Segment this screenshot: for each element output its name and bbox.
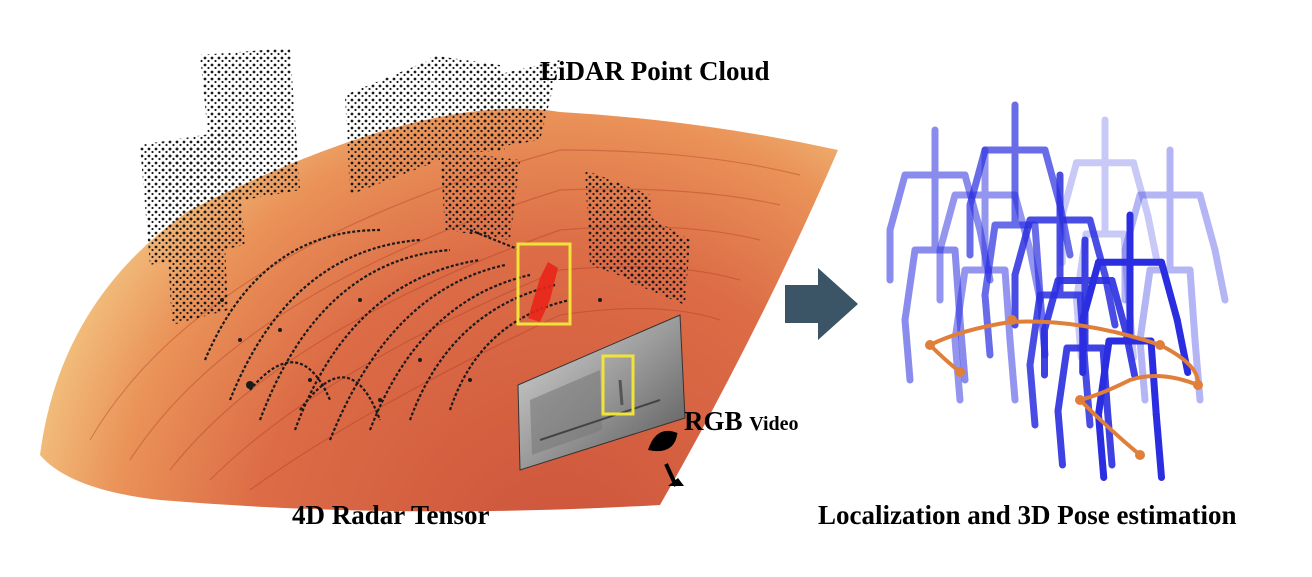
skeleton-bone <box>1122 326 1138 379</box>
skeleton-bone <box>901 246 919 324</box>
skeleton-bone <box>1144 211 1161 266</box>
lidar-floor-arcs <box>203 228 571 441</box>
skeleton-bone <box>1108 277 1129 334</box>
rgb-video-frame <box>517 314 686 471</box>
skeleton-bone <box>951 266 969 344</box>
skeleton-bone <box>1026 361 1039 429</box>
skeleton-bone <box>1031 221 1044 299</box>
skeleton-bone <box>1158 258 1181 324</box>
skeleton-bone <box>1099 344 1111 415</box>
skeleton-bone <box>981 221 999 299</box>
skeleton-bone <box>1152 411 1165 481</box>
skeleton-bone <box>936 191 959 254</box>
skeleton-bone <box>1026 291 1044 369</box>
skeleton-bone <box>886 171 909 234</box>
arrow-right-icon <box>785 268 858 340</box>
skeleton-bone <box>1136 266 1154 344</box>
skeleton-bone <box>1120 230 1133 304</box>
skeleton-bone <box>1086 216 1109 279</box>
skeleton-8 <box>1041 236 1138 469</box>
rgb-video-label: RGB Video <box>684 406 799 437</box>
skeleton-bone <box>1121 191 1144 254</box>
radar-dish-icon <box>648 430 684 487</box>
skeleton-bone <box>1054 407 1066 469</box>
skeleton-bone <box>1211 246 1229 304</box>
trajectory <box>925 315 1203 460</box>
skeleton-bone <box>1095 411 1108 481</box>
skeleton-bone <box>1006 336 1019 404</box>
skeleton-bone <box>1191 336 1204 404</box>
radar-label: 4D Radar Tensor <box>292 500 490 530</box>
pose-skeletons <box>886 101 1229 481</box>
skeleton-bone <box>1011 216 1034 279</box>
skeleton-bone <box>1125 297 1137 361</box>
skeleton-bone <box>1001 266 1014 344</box>
pose-label: Localization and 3D Pose estimation <box>818 500 1237 530</box>
skeleton-bone <box>1081 361 1094 429</box>
skeleton-6 <box>1121 146 1229 404</box>
skeleton-bone <box>901 316 914 384</box>
skeleton-bone <box>1058 159 1080 219</box>
lidar-scatter <box>220 298 602 402</box>
skeleton-bone <box>1136 336 1149 404</box>
skeleton-bone <box>1054 344 1071 415</box>
skeleton-bone <box>966 146 989 209</box>
skeleton-bone <box>1104 407 1116 469</box>
skeleton-bone <box>1130 159 1152 219</box>
skeleton-bone <box>1173 316 1192 376</box>
lidar-point-cloud <box>140 48 690 325</box>
rgb-label-main: RGB <box>684 406 743 436</box>
rgb-label-sub: Video <box>749 413 799 435</box>
skeleton-bone <box>1196 191 1219 254</box>
lidar-label: LiDAR Point Cloud <box>540 56 770 86</box>
detected-person <box>516 242 572 326</box>
skeleton-bone <box>1186 266 1199 344</box>
